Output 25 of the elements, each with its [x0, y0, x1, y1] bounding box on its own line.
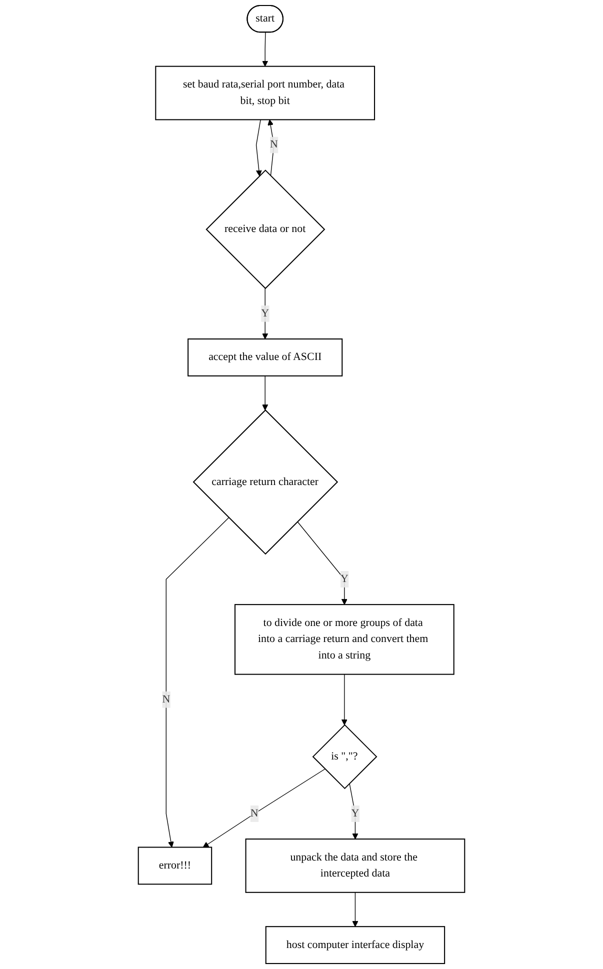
arrow [256, 119, 262, 176]
node-box: accept the value of ASCII [188, 338, 343, 376]
arrow [202, 768, 326, 848]
arrow [268, 119, 274, 176]
edge-label: N [162, 693, 170, 706]
node-diamond: carriage return character [192, 409, 338, 555]
edge-label: N [250, 808, 258, 820]
node-diamond: is ","? [312, 724, 378, 790]
node-box: error!!! [138, 846, 212, 885]
edge-label: N [270, 138, 278, 150]
node-box: to divide one or more groups of data into a carriage return and convert them into a string [234, 604, 454, 675]
arrow [262, 288, 268, 340]
arrow [297, 521, 348, 605]
edge-label: Y [351, 808, 360, 820]
arrow [262, 376, 268, 410]
node-box: set baud rata,serial port number, data bit, stop bit [155, 66, 376, 120]
arrow [262, 32, 268, 67]
arrow [166, 517, 230, 848]
edge-label: Y [340, 573, 348, 585]
node-box: host computer interface display [265, 926, 446, 964]
arrow [352, 892, 358, 927]
arrow [341, 674, 348, 726]
node-box: unpack the data and store the intercepted data [245, 838, 466, 893]
edge-label: Y [261, 308, 270, 320]
node-diamond: receive data or not [206, 170, 326, 290]
